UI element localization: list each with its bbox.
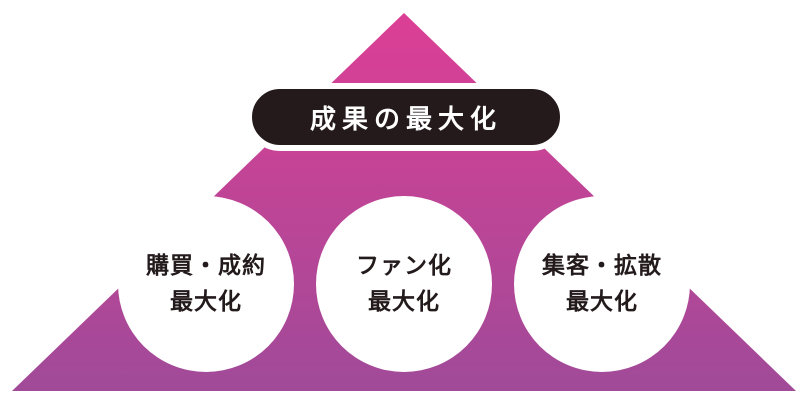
top-label-text: 成果の最大化: [309, 104, 502, 135]
purchase-conversion-circle: 購買・成約 最大化: [118, 196, 294, 372]
circle-label-line1: 集客・拡散: [542, 253, 662, 279]
fan-building-circle: ファン化 最大化: [316, 196, 492, 372]
circle-label-line2: 最大化: [170, 289, 242, 315]
circle-label-line2: 最大化: [566, 289, 638, 315]
circle-label-line1: 購買・成約: [146, 253, 266, 279]
result-maximization-label: 成果の最大化: [246, 83, 566, 151]
attraction-spread-circle: 集客・拡散 最大化: [514, 196, 690, 372]
circle-label-line2: 最大化: [368, 289, 440, 315]
circle-label-line1: ファン化: [356, 253, 452, 279]
